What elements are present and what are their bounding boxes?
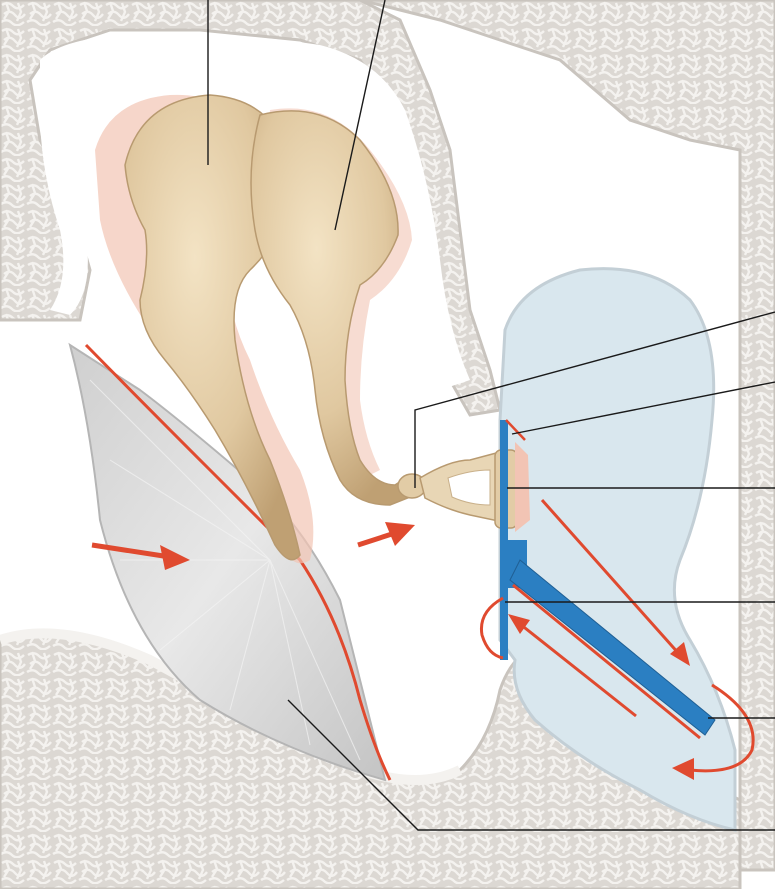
stapes (420, 442, 530, 532)
arrow-to-stapes (358, 522, 415, 546)
annular-ligament (515, 442, 530, 532)
